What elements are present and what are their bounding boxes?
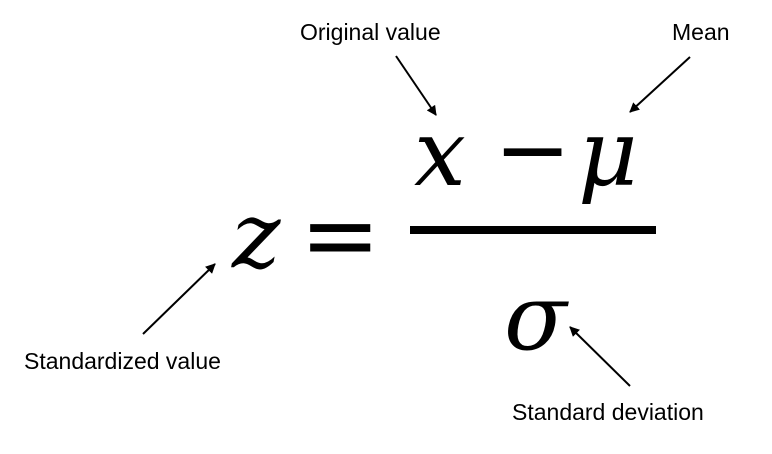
arrow-standard-deviation	[569, 326, 631, 387]
minus-sign: −	[494, 96, 572, 203]
arrow-mean	[629, 56, 691, 113]
sigma-symbol: σ	[504, 264, 567, 371]
x-symbol: x	[414, 100, 466, 207]
label-standardized-value: Standardized value	[24, 348, 221, 374]
label-original-value: Original value	[300, 19, 441, 45]
arrow-standardized-value	[142, 263, 216, 335]
fraction-bar	[410, 226, 656, 234]
mu-symbol: μ	[578, 100, 638, 207]
z-symbol: z	[232, 182, 281, 289]
label-mean: Mean	[672, 19, 730, 45]
arrow-original-value	[395, 55, 437, 116]
equals-sign: =	[300, 179, 381, 291]
label-standard-deviation: Standard deviation	[512, 399, 704, 425]
